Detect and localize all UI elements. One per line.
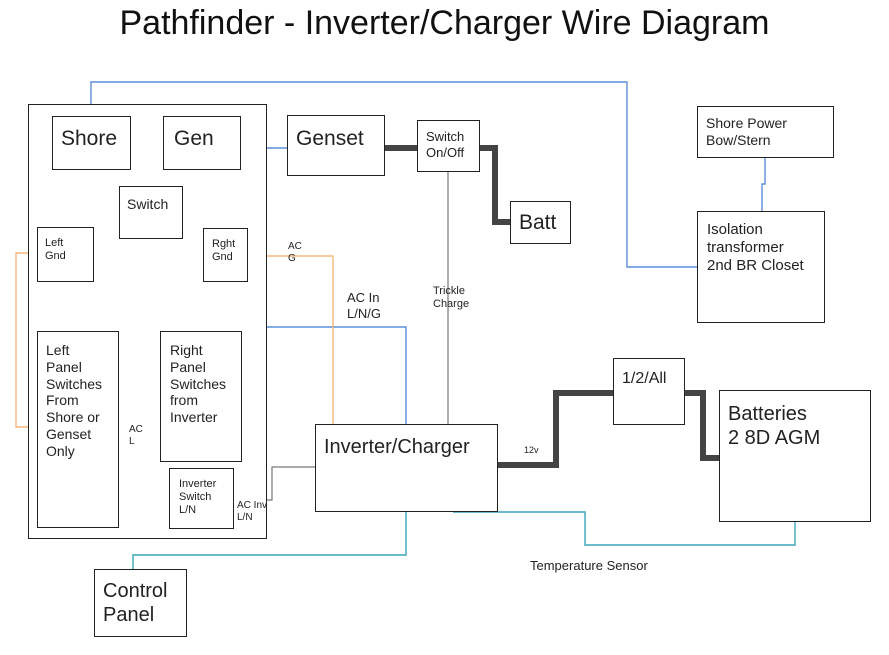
main-switch-box: Switch — [119, 186, 183, 239]
control-panel-box: Control Panel — [94, 569, 187, 637]
genset-box: Genset — [287, 115, 385, 176]
selector-switch-box: 1/2/All — [613, 358, 685, 425]
shore-box: Shore — [52, 116, 131, 170]
switch-onoff-box: Switch On/Off — [417, 120, 480, 172]
wire-selector-to-batteries — [684, 390, 720, 461]
inverter-charger-box: Inverter/Charger — [315, 424, 498, 512]
shore-power-box: Shore Power Bow/Stern — [697, 106, 834, 158]
12v-label: 12v — [524, 445, 539, 455]
wire-inverter-to-control-panel — [132, 512, 407, 569]
left-gnd-label: Left Gnd — [45, 237, 66, 263]
ac-in-lng-label: AC In L/N/G — [347, 290, 381, 321]
ac-g-label: AC G — [288, 241, 302, 264]
inverter-charger-label: Inverter/Charger — [324, 436, 470, 458]
selector-switch-label: 1/2/All — [622, 370, 667, 387]
inverter-switch-box: Inverter Switch L/N — [169, 468, 234, 529]
right-panel-switches-label: Right Panel Switches from Inverter — [170, 342, 227, 426]
wire-temperature-sensor — [453, 511, 796, 546]
shore-label: Shore — [61, 127, 118, 150]
batt-label: Batt — [519, 211, 557, 234]
inverter-switch-label: Inverter Switch L/N — [179, 478, 217, 517]
left-panel-switches-label: Left Panel Switches From Shore or Genset… — [46, 342, 103, 459]
gen-label: Gen — [174, 127, 214, 150]
batteries-box: Batteries 2 8D AGM — [719, 390, 871, 522]
wire-left-gnd-orange — [15, 252, 37, 428]
main-switch-label: Switch — [127, 196, 169, 212]
right-gnd-label: Rght Gnd — [212, 238, 236, 264]
batteries-label: Batteries 2 8D AGM — [728, 403, 821, 449]
isolation-transformer-box: Isolation transformer 2nd BR Closet — [697, 211, 825, 323]
batt-box: Batt — [510, 201, 571, 244]
left-panel-switches-box: Left Panel Switches From Shore or Genset… — [37, 331, 119, 528]
wire-shore-to-isolation — [90, 81, 698, 268]
wire-shore-power-to-isolation — [761, 158, 766, 212]
gen-box: Gen — [163, 116, 241, 170]
left-gnd-box: Left Gnd — [37, 227, 94, 282]
switch-onoff-label: Switch On/Off — [426, 129, 465, 160]
genset-label: Genset — [296, 127, 364, 150]
shore-power-label: Shore Power Bow/Stern — [706, 115, 787, 148]
diagram-title: Pathfinder - Inverter/Charger Wire Diagr… — [119, 4, 770, 42]
isolation-transformer-label: Isolation transformer 2nd BR Closet — [707, 221, 804, 274]
wire-inverter-to-selector — [497, 390, 614, 468]
wire-switch-onoff-to-batt — [480, 145, 510, 225]
control-panel-label: Control Panel — [103, 580, 168, 626]
ac-inv-ln-label: AC Inv L/N — [237, 500, 268, 523]
trickle-charge-label: Trickle Charge — [433, 285, 470, 311]
right-gnd-box: Rght Gnd — [203, 228, 248, 282]
temperature-sensor-label: Temperature Sensor — [530, 558, 648, 573]
wire-right-gnd-to-inverter-ground — [248, 255, 334, 425]
ac-l-label: AC L — [129, 424, 143, 447]
right-panel-switches-box: Right Panel Switches from Inverter — [160, 331, 242, 462]
